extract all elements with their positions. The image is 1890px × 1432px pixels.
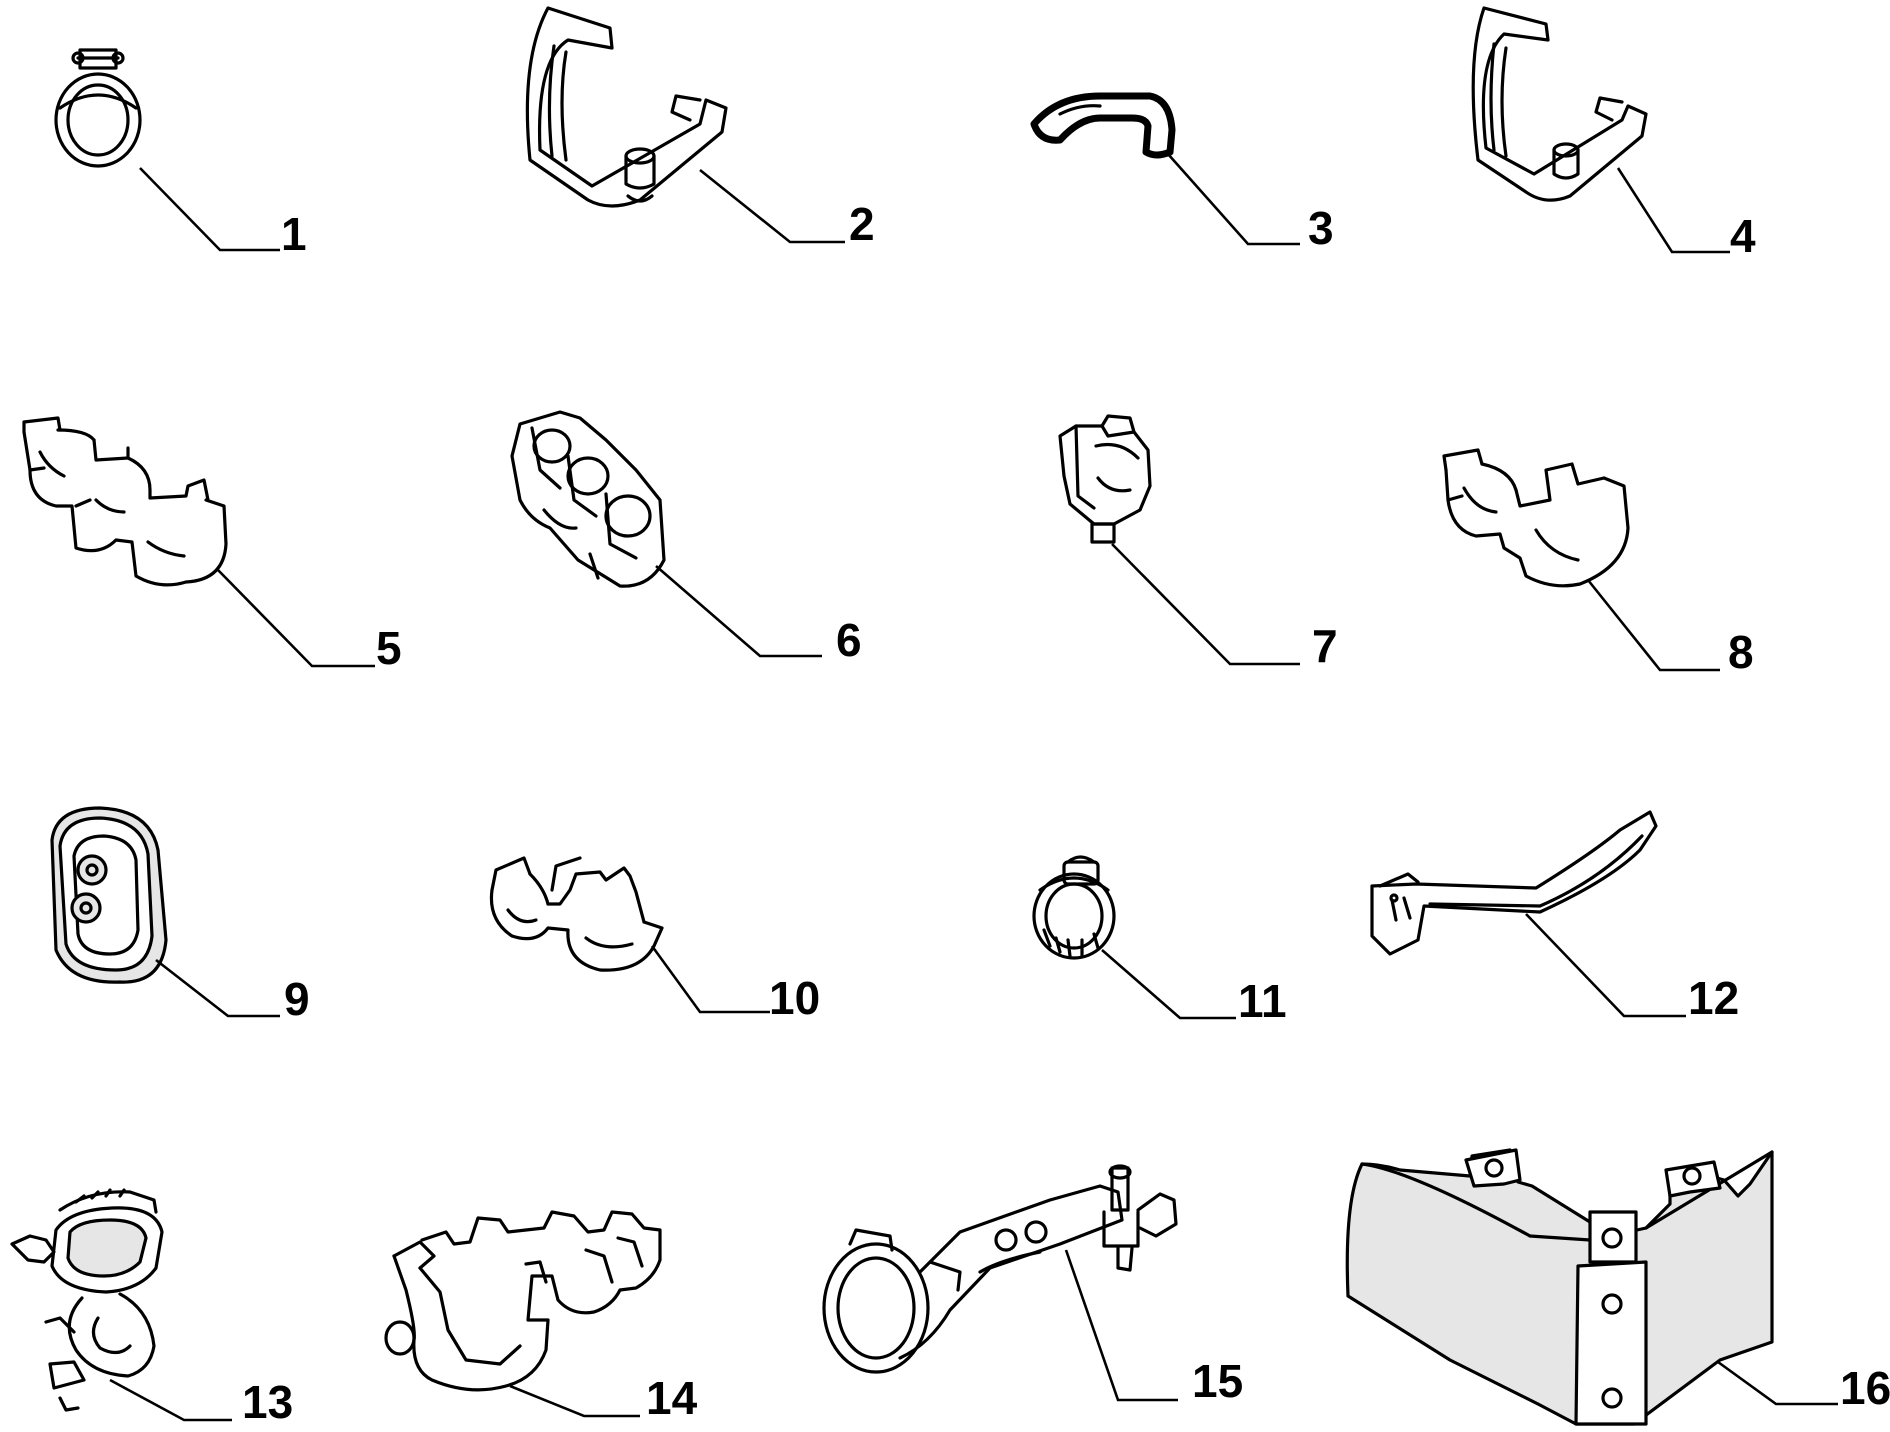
callout-label-16: 16	[1840, 1362, 1890, 1414]
callout-8: 8	[1586, 579, 1754, 678]
part-16-corner-plate-icon	[1345, 1148, 1774, 1426]
callout-2: 2	[699, 168, 875, 250]
callout-label-9: 9	[284, 973, 310, 1025]
part-7-push-clip-icon	[1058, 414, 1152, 544]
callout-label-4: 4	[1730, 210, 1756, 262]
callout-label-8: 8	[1728, 626, 1754, 678]
callout-label-5: 5	[376, 622, 402, 674]
part-12-cable-tie-icon	[1370, 810, 1658, 956]
part-1-hose-clamp-icon	[54, 48, 142, 168]
part-5-triple-pipe-clip-icon	[22, 416, 228, 587]
callout-16: 16	[1717, 1360, 1890, 1414]
callout-label-1: 1	[281, 208, 307, 260]
part-10-double-pipe-clip-icon	[489, 856, 664, 972]
callout-11: 11	[1101, 949, 1287, 1027]
callout-14: 14	[509, 1372, 698, 1424]
callout-label-2: 2	[849, 198, 875, 250]
callout-10: 10	[650, 945, 820, 1024]
callout-6: 6	[655, 565, 862, 666]
part-14-triple-pipe-clip-icon	[384, 1210, 662, 1392]
callout-label-6: 6	[836, 614, 862, 666]
callout-7: 7	[1111, 543, 1338, 672]
callout-1: 1	[139, 167, 307, 260]
part-8-double-pipe-clip-icon	[1442, 448, 1630, 588]
callout-label-11: 11	[1238, 975, 1287, 1027]
part-3-hook-clip-icon	[1030, 92, 1176, 159]
part-6-triple-pipe-clip-icon	[510, 410, 666, 588]
callout-13: 13	[109, 1376, 293, 1428]
callout-9: 9	[155, 958, 310, 1025]
part-4-bracket-clip-icon	[1471, 6, 1648, 202]
callout-label-12: 12	[1688, 972, 1739, 1024]
callout-label-10: 10	[769, 972, 820, 1024]
callout-3: 3	[1167, 153, 1334, 254]
callout-4: 4	[1616, 167, 1756, 262]
part-13-double-clip-icon	[10, 1188, 164, 1412]
part-15-clip-bracket-icon	[822, 1164, 1178, 1374]
part-2-bracket-clip-icon	[525, 6, 728, 208]
callout-5: 5	[217, 569, 402, 674]
callout-label-15: 15	[1192, 1355, 1243, 1407]
callout-label-13: 13	[242, 1376, 293, 1428]
part-11-worm-clamp-icon	[1032, 855, 1116, 960]
part-9-grommet-icon	[50, 806, 168, 984]
callout-15: 15	[1064, 1249, 1243, 1407]
callout-label-14: 14	[646, 1372, 698, 1424]
callout-12: 12	[1525, 913, 1739, 1024]
callout-label-7: 7	[1312, 620, 1338, 672]
callout-label-3: 3	[1308, 202, 1334, 254]
